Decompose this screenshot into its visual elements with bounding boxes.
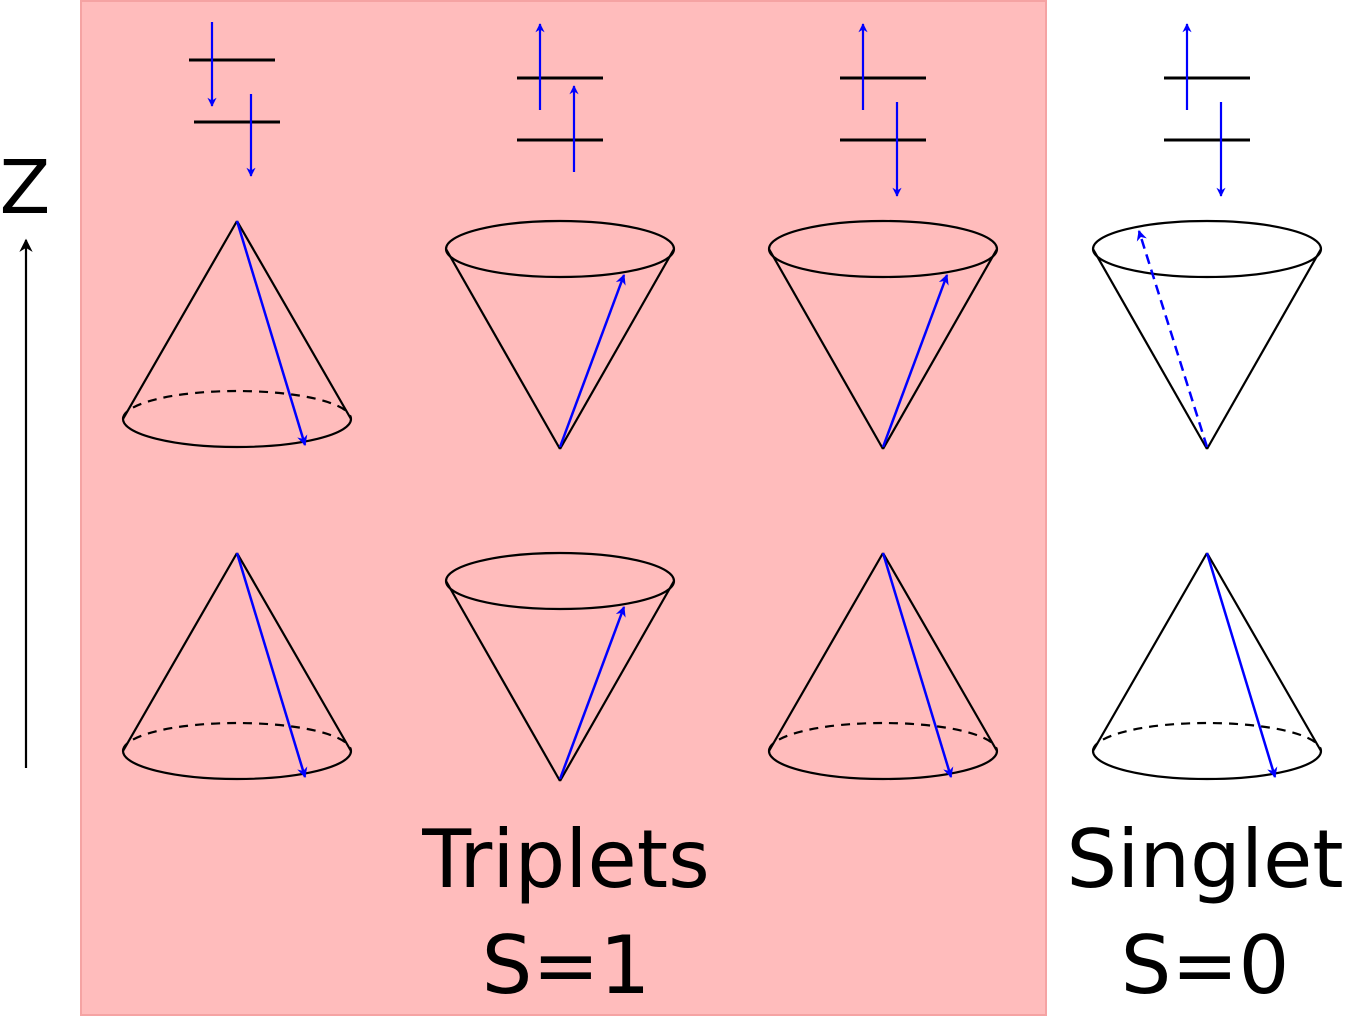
- cone-side-right: [1206, 552, 1322, 752]
- spin-vector-up-dashed: [1136, 229, 1209, 448]
- spin-vector-up: [881, 274, 949, 448]
- z-axis: Z: [0, 145, 50, 768]
- singlet-title: Singlet: [1066, 813, 1343, 906]
- cone-side-left: [1092, 248, 1208, 450]
- cone-col1-row1: [121, 220, 353, 449]
- cone-col4-row1: [1091, 219, 1323, 450]
- cone-side-left: [122, 552, 238, 752]
- cone-side-left: [445, 580, 561, 782]
- energy-levels-4: [1164, 23, 1250, 197]
- cone-col1-row2: [121, 552, 353, 781]
- cone-side-left: [122, 220, 238, 420]
- cone-side-left: [768, 248, 884, 450]
- cone-col3-row2: [767, 552, 999, 781]
- singlet-subtitle: S=0: [1121, 919, 1290, 1012]
- spin-vector-down: [235, 552, 308, 779]
- cone-side-left: [768, 552, 884, 752]
- cone-base-front: [1091, 750, 1323, 781]
- cone-side-left: [1092, 552, 1208, 752]
- cone-base-back: [121, 389, 353, 420]
- cone-side-right: [559, 580, 675, 782]
- cone-side-right: [882, 552, 998, 752]
- cone-base-back: [767, 721, 999, 752]
- cone-side-right: [236, 220, 352, 420]
- cone-base-back: [1091, 721, 1323, 752]
- triplets-subtitle: S=1: [482, 919, 651, 1012]
- spin-cones: [121, 219, 1323, 782]
- spin-vector-down: [881, 552, 954, 779]
- cone-col4-row2: [1091, 552, 1323, 781]
- energy-levels-2: [517, 23, 603, 172]
- cone-base-front: [121, 418, 353, 449]
- cone-side-right: [882, 248, 998, 450]
- cone-col2-row1: [444, 219, 676, 450]
- spin-vector-down: [1205, 552, 1278, 779]
- cone-col2-row2: [444, 551, 676, 782]
- cone-side-right: [1206, 248, 1322, 450]
- z-axis-label: Z: [0, 145, 50, 231]
- cone-base-back: [121, 721, 353, 752]
- cone-side-right: [559, 248, 675, 450]
- cone-side-right: [236, 552, 352, 752]
- triplets-region: [80, 0, 1047, 1016]
- cone-base: [1091, 219, 1323, 279]
- spin-vector-up: [558, 274, 626, 448]
- triplets-label: Triplets S=1: [421, 813, 710, 1012]
- energy-levels-1: [189, 22, 280, 177]
- singlet-label: Singlet S=0: [1066, 813, 1343, 1012]
- spin-vector-down: [235, 220, 308, 447]
- cone-col3-row1: [767, 219, 999, 450]
- energy-levels-3: [840, 23, 926, 197]
- spin-vector-up: [558, 606, 626, 780]
- cone-base-front: [121, 750, 353, 781]
- triplets-title: Triplets: [421, 813, 710, 906]
- cone-side-left: [445, 248, 561, 450]
- energy-level-diagrams: [189, 22, 1250, 197]
- cone-base-front: [767, 750, 999, 781]
